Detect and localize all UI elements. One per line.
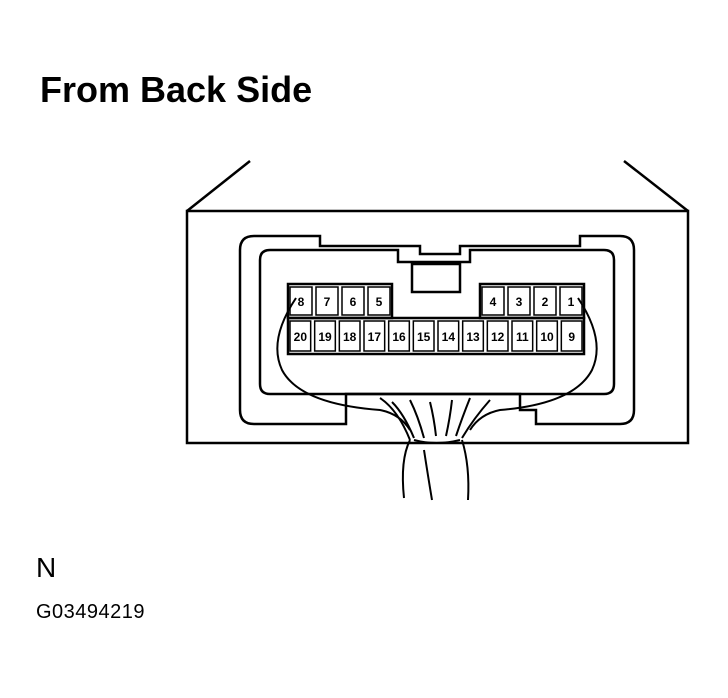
connector-face-shell <box>238 234 636 426</box>
pin-cell-1 <box>559 286 583 316</box>
pin-label-9: 9 <box>568 330 575 344</box>
pin-cell-4 <box>481 286 505 316</box>
pin-label-8: 8 <box>298 295 305 309</box>
pin-cell-11 <box>511 320 534 352</box>
pin-cell-12 <box>486 320 509 352</box>
pin-label-17: 17 <box>368 330 382 344</box>
pin-label-10: 10 <box>540 330 554 344</box>
pin-label-3: 3 <box>516 295 523 309</box>
diagram-title: From Back Side <box>40 69 313 110</box>
pin-cavity-block <box>286 282 586 356</box>
pin-cell-16 <box>387 320 411 352</box>
pin-label-18: 18 <box>343 330 357 344</box>
pin-cell-19 <box>313 320 337 352</box>
pin-cell-7 <box>315 286 339 316</box>
pin-label-4: 4 <box>490 295 497 309</box>
pin-cell-9 <box>560 320 583 352</box>
pin-label-19: 19 <box>318 330 332 344</box>
pin-label-1: 1 <box>568 295 575 309</box>
pin-label-5: 5 <box>376 295 383 309</box>
pin-cell-20 <box>289 320 312 352</box>
pin-label-7: 7 <box>324 295 331 309</box>
pin-cell-3 <box>507 286 531 316</box>
wire-harness <box>379 397 491 501</box>
pin-label-12: 12 <box>491 330 505 344</box>
pin-cell-18 <box>338 320 361 352</box>
pin-cell-6 <box>341 286 365 316</box>
pin-label-6: 6 <box>350 295 357 309</box>
pin-label-13: 13 <box>466 330 480 344</box>
pin-cell-2 <box>533 286 557 316</box>
figure-code: G03494219 <box>36 601 146 623</box>
pin-label-11: 11 <box>516 330 529 344</box>
pin-cell-grid <box>289 286 583 352</box>
pin-label-14: 14 <box>442 330 456 344</box>
pin-cell-8 <box>289 286 313 316</box>
pin-label-2: 2 <box>542 295 549 309</box>
pin-label-15: 15 <box>417 330 431 344</box>
pin-cell-15 <box>412 320 435 352</box>
pin-label-20: 20 <box>294 330 308 344</box>
pin-cell-10 <box>535 320 559 352</box>
pin-cell-14 <box>437 320 460 352</box>
connector-id-label: N <box>36 552 57 583</box>
pin-cell-13 <box>461 320 485 352</box>
pin-cell-5 <box>367 286 391 316</box>
wire-loops <box>276 297 598 431</box>
pin-label-16: 16 <box>392 330 406 344</box>
pin-cell-17 <box>363 320 386 352</box>
